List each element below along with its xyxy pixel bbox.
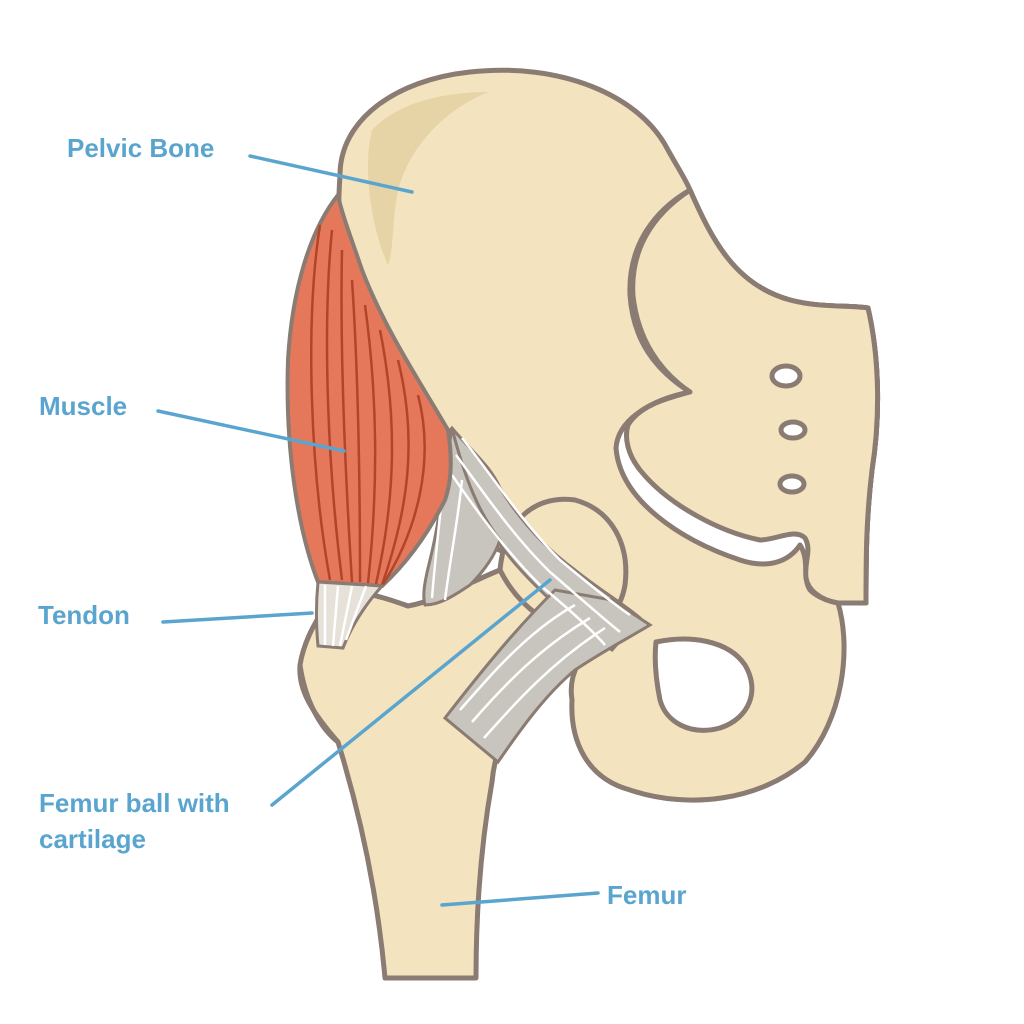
obturator-foramen — [652, 636, 755, 733]
muscle — [285, 190, 453, 589]
label-femur-ball-line1: Femur ball with — [39, 788, 230, 818]
ligament-fiber-5 — [471, 616, 591, 723]
muscle-fiber-1 — [310, 224, 332, 581]
pelvic-bone-leader — [248, 154, 414, 194]
label-femur-ball-line2: cartilage — [39, 824, 146, 854]
label-muscle: Muscle — [39, 391, 127, 421]
tendon-fiber-3 — [338, 585, 354, 647]
tendon-fiber-2 — [331, 585, 340, 647]
ligament-fiber-6 — [483, 626, 606, 739]
ligament-fiber-3 — [450, 474, 606, 646]
greater-trochanter — [297, 664, 340, 744]
muscle-fiber-7 — [380, 359, 410, 586]
label-femur: Femur — [607, 880, 686, 910]
tendon-leader — [161, 611, 314, 624]
muscle-fiber-8 — [380, 394, 426, 587]
labels: Pelvic Bone Muscle Tendon Femur ball wit… — [38, 133, 686, 910]
ligament-left — [422, 427, 502, 607]
pelvic-highlight — [367, 92, 488, 265]
tendon-band — [315, 580, 386, 650]
label-tendon: Tendon — [38, 600, 130, 630]
ligament-fiber-1 — [461, 437, 631, 617]
muscle-fiber-3 — [340, 249, 354, 583]
ligaments — [422, 425, 653, 765]
sacral-foramen-2 — [778, 419, 808, 441]
femur-ball-leader — [270, 578, 552, 807]
muscle-leader — [156, 409, 346, 453]
label-pelvic-bone: Pelvic Bone — [67, 133, 214, 163]
muscle-fiber-5 — [363, 304, 377, 584]
sacral-foramen-1 — [769, 363, 803, 389]
leader-lines — [156, 154, 600, 907]
tendon-fiber-4 — [344, 585, 368, 641]
pelvic-bone — [336, 67, 881, 803]
muscle-fiber-6 — [374, 329, 394, 585]
femur-leader — [440, 891, 600, 907]
tendon — [315, 580, 386, 650]
ligament-fiber-4 — [459, 603, 576, 711]
ligament-fiber-8 — [443, 479, 464, 601]
muscle-fiber-4 — [350, 279, 362, 583]
sacrum — [624, 187, 881, 606]
sacral-foramen-3 — [777, 473, 807, 495]
muscle-fiber-2 — [325, 229, 344, 581]
ligament-fiber-2 — [454, 454, 621, 633]
